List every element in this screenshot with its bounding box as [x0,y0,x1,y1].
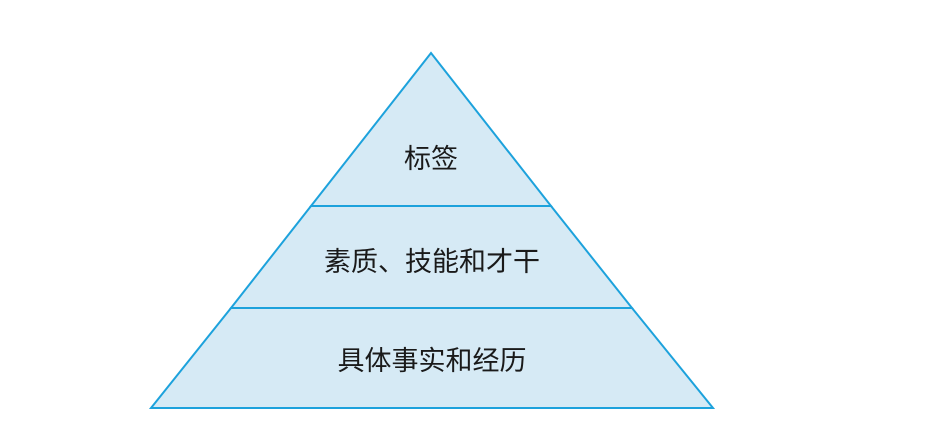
tier-label-middle: 素质、技能和才干 [324,247,540,278]
tier-label-top: 标签 [404,144,458,175]
pyramid-tier-top [308,51,554,207]
pyramid-tier-bottom [148,307,716,409]
tier-label-bottom: 具体事实和经历 [338,346,527,377]
